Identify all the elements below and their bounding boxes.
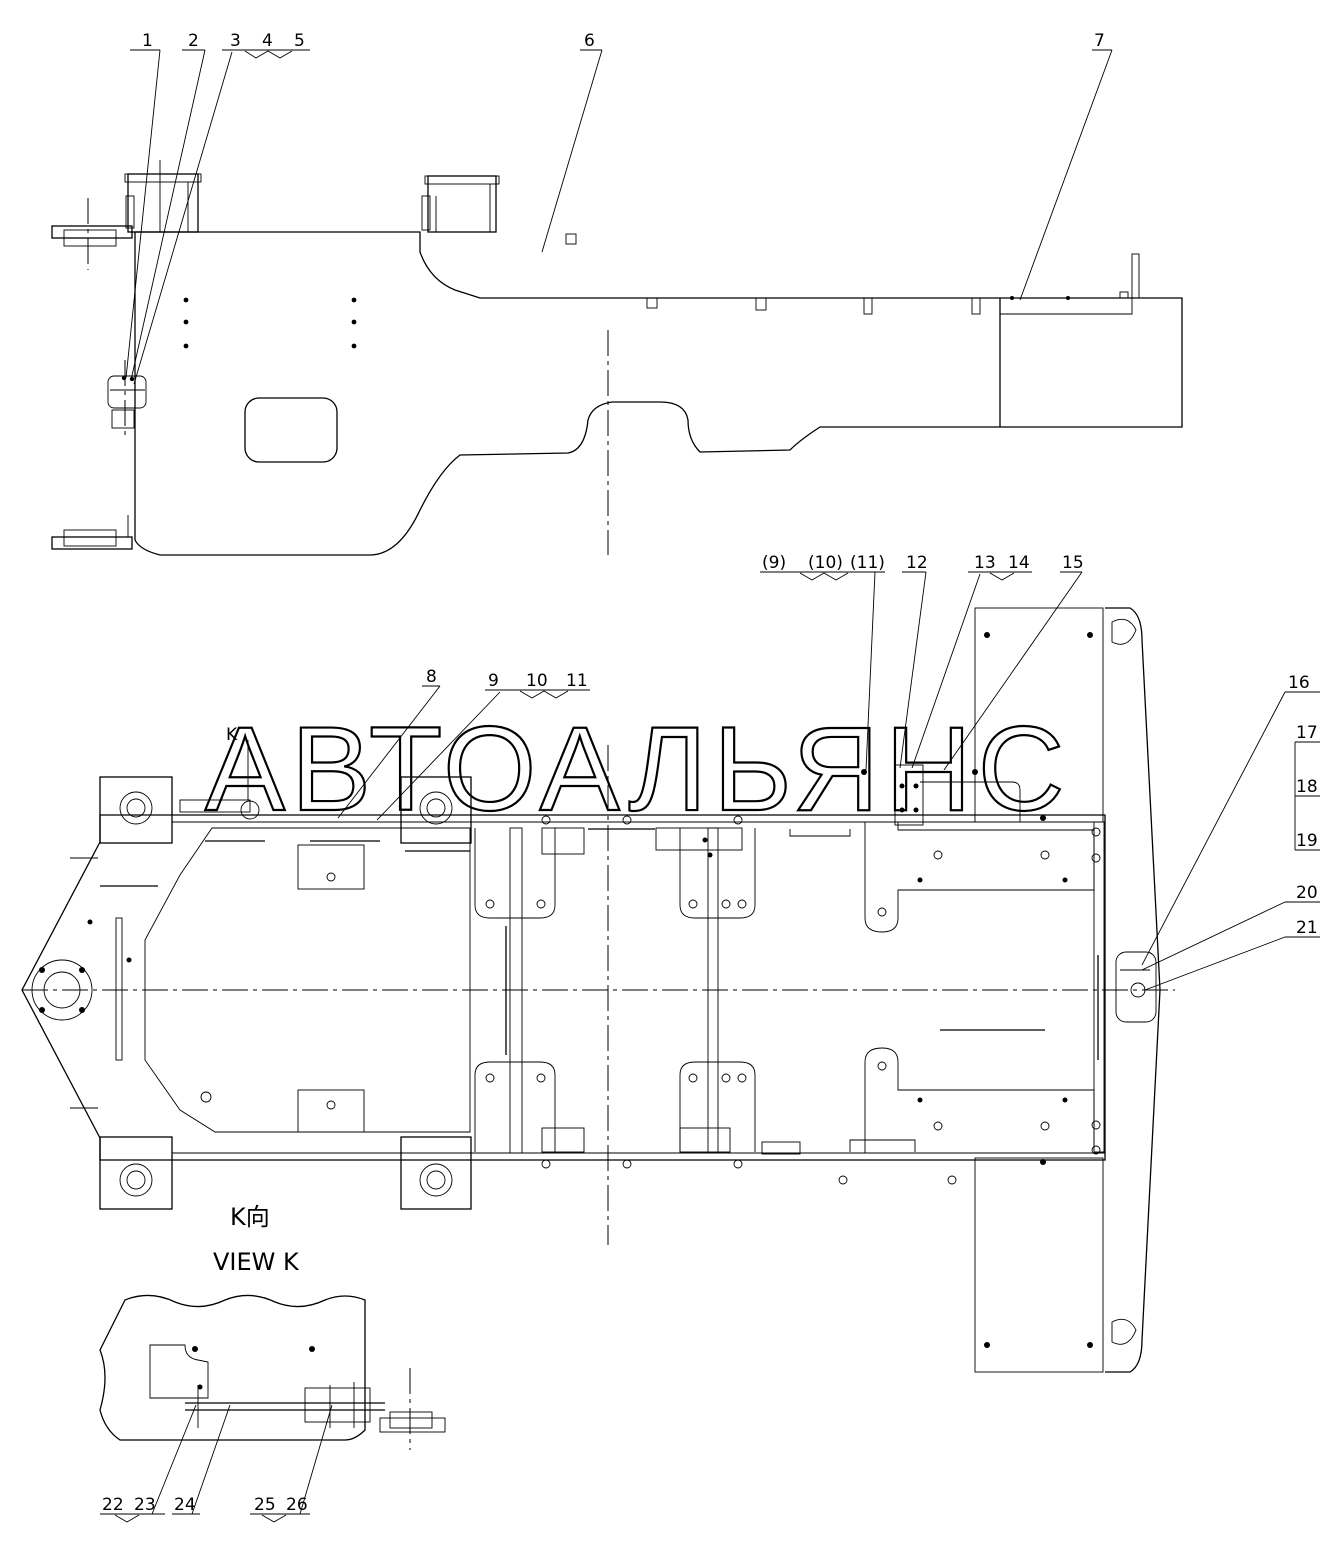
view-k-detail xyxy=(99,1294,446,1450)
callout-18: 18 xyxy=(1296,777,1318,797)
callout-21: 21 xyxy=(1296,918,1318,938)
callout-7: 7 xyxy=(1094,31,1105,51)
callout-19: 19 xyxy=(1296,831,1318,851)
view-label-cn: K向 xyxy=(230,1203,270,1231)
callout-10-ref: (10) xyxy=(808,553,843,573)
callout-22: 22 xyxy=(102,1495,124,1515)
callout-labels: 1 2 3 4 5 6 7 8 9 10 11 (9) (10) (11) 12… xyxy=(102,31,1318,1515)
callout-1: 1 xyxy=(142,31,153,51)
leader-lines xyxy=(100,49,1320,1523)
callout-12: 12 xyxy=(906,553,928,573)
watermark-text: АВТОАЛЬЯНС xyxy=(205,702,1070,836)
top-view-bolts xyxy=(87,632,1101,1348)
view-label-en: VIEW K xyxy=(213,1248,300,1276)
callout-10: 10 xyxy=(526,671,548,691)
callout-3: 3 xyxy=(230,31,241,51)
callout-9-ref: (9) xyxy=(762,553,786,573)
callout-11: 11 xyxy=(566,671,588,691)
side-view-frame xyxy=(51,160,1183,556)
callout-23: 23 xyxy=(134,1495,156,1515)
callout-11-ref: (11) xyxy=(850,553,885,573)
callout-15: 15 xyxy=(1062,553,1084,573)
callout-26: 26 xyxy=(286,1495,308,1515)
top-view-frame xyxy=(21,607,1175,1373)
callout-20: 20 xyxy=(1296,883,1318,903)
callout-24: 24 xyxy=(174,1495,196,1515)
callout-9: 9 xyxy=(488,671,499,691)
callout-6: 6 xyxy=(584,31,595,51)
callout-16: 16 xyxy=(1288,673,1310,693)
view-marker-k: K xyxy=(226,725,238,745)
callout-4: 4 xyxy=(262,31,273,51)
callout-14: 14 xyxy=(1008,553,1030,573)
callout-2: 2 xyxy=(188,31,199,51)
callout-17: 17 xyxy=(1296,723,1318,743)
side-view-bolts xyxy=(121,296,1070,382)
callout-25: 25 xyxy=(254,1495,276,1515)
callout-5: 5 xyxy=(294,31,305,51)
callout-8: 8 xyxy=(426,667,437,687)
callout-13: 13 xyxy=(974,553,996,573)
